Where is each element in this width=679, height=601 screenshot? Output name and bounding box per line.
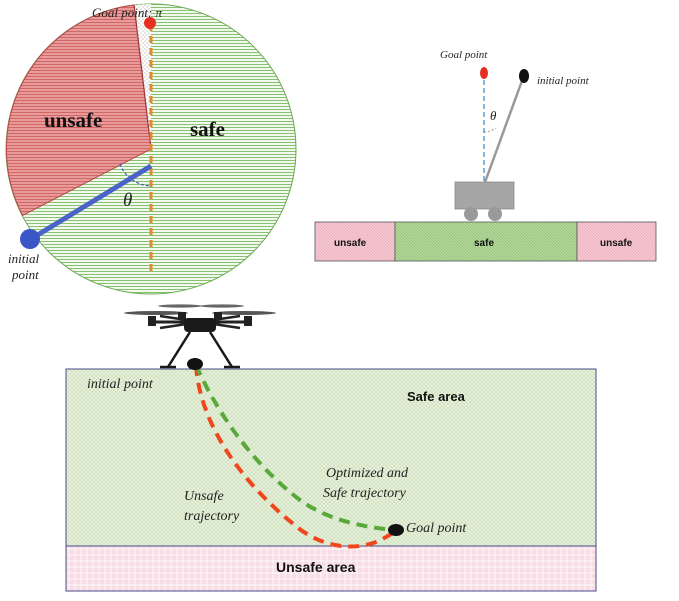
drone-goal-label: Goal point	[406, 521, 467, 536]
initial-point-label-line2: point	[11, 267, 39, 282]
phase-circle-panel: Goal point: π unsafe safe θ initial poin…	[5, 3, 297, 295]
unsafe-trajectory	[194, 364, 398, 549]
drone-icon	[124, 304, 276, 369]
cart-pole-rod	[482, 77, 525, 186]
drone-panel: Safe area Unsafe area initial point O	[65, 304, 597, 592]
unsafe-region-edge	[133, 4, 152, 150]
cart-theta-label: θ	[490, 108, 497, 123]
safe-area	[65, 368, 597, 547]
optimized-trajectory-label-line1: Optimized and	[326, 466, 409, 481]
unsafe-label: unsafe	[44, 108, 102, 132]
track-unsafe-right-label: unsafe	[600, 238, 633, 249]
cart-initial-marker	[519, 69, 529, 83]
cart-initial-label: initial point	[537, 75, 590, 87]
goal-point-marker	[144, 17, 156, 29]
theta-label: θ	[123, 190, 132, 211]
cart-body	[454, 181, 515, 210]
track-safe-label: safe	[474, 238, 494, 249]
pendulum-rod	[29, 163, 153, 242]
safe-trajectory	[194, 364, 397, 532]
safe-label: safe	[190, 117, 225, 141]
cart-goal-label: Goal point	[440, 49, 488, 61]
initial-point-marker	[20, 229, 40, 249]
unsafe-region	[5, 4, 152, 217]
safe-area-label: Safe area	[407, 389, 466, 404]
drone-goal-marker	[388, 524, 404, 536]
track-safe-center	[394, 221, 578, 262]
cart-theta-arc	[483, 127, 497, 133]
track-unsafe-left	[314, 221, 396, 262]
cart-pole-panel: unsafe safe unsafe Goal point initial po…	[314, 49, 657, 262]
cart-goal-marker	[480, 67, 488, 79]
track-unsafe-left-label: unsafe	[334, 238, 367, 249]
cart-wheel-left	[464, 207, 478, 221]
unsafe-trajectory-label-line2: trajectory	[184, 509, 240, 524]
unsafe-trajectory-label-line1: Unsafe	[184, 489, 224, 504]
drone-initial-marker	[187, 358, 203, 370]
optimized-trajectory-label-line2: Safe trajectory	[323, 486, 407, 501]
cart-wheel-right	[488, 207, 502, 221]
goal-point-label: Goal point: π	[92, 5, 163, 20]
track-unsafe-right	[576, 221, 657, 262]
unsafe-area	[65, 545, 597, 592]
drone-initial-label: initial point	[87, 377, 154, 392]
unsafe-area-label: Unsafe area	[276, 559, 356, 575]
initial-point-label-line1: initial	[8, 251, 39, 266]
